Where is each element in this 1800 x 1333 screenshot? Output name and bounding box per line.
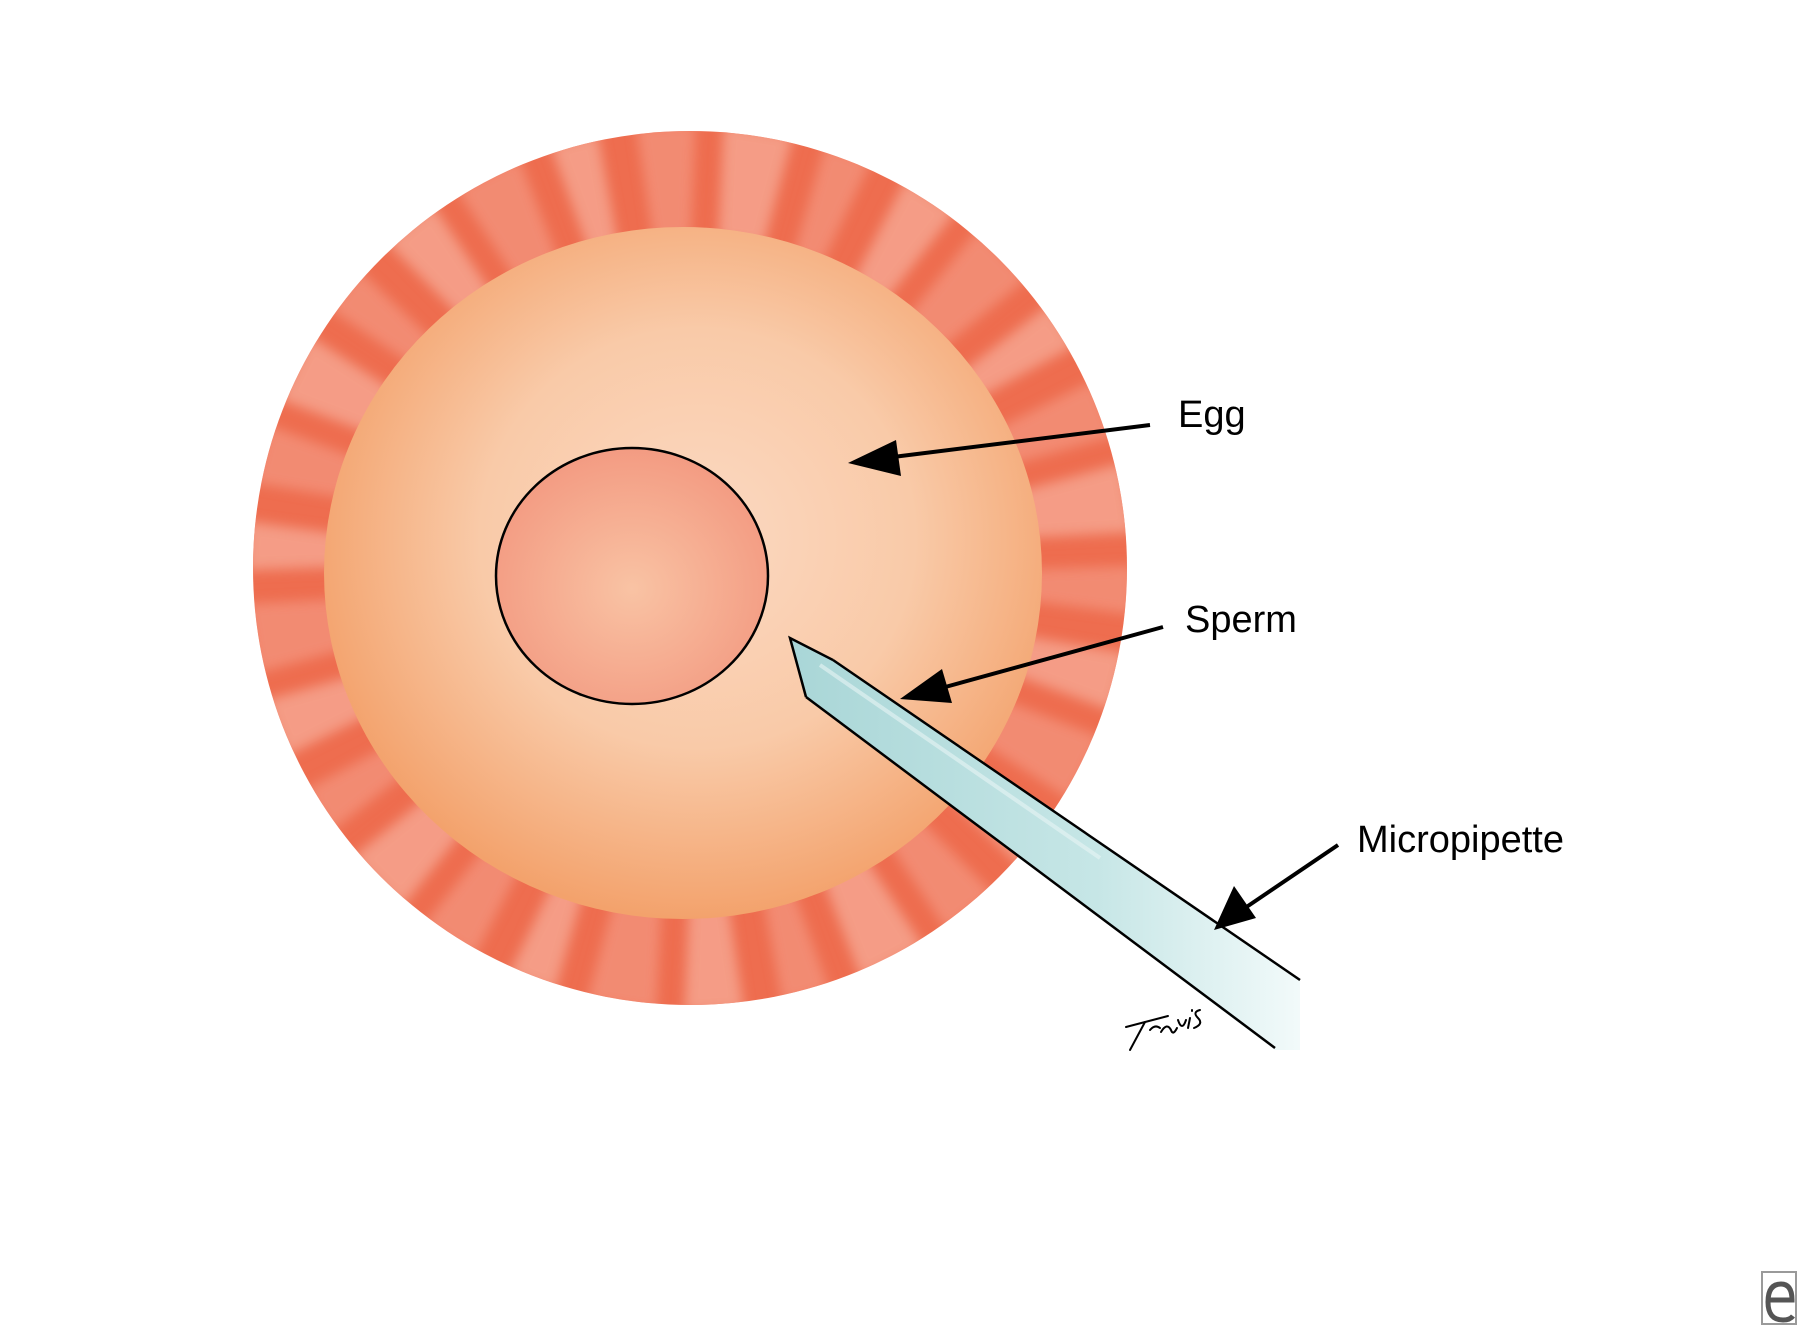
outer-layer-stripe: [883, 811, 994, 932]
sperm-label: Sperm: [1185, 599, 1297, 641]
sperm-arrow: [900, 625, 1164, 703]
outer-layer-stripe: [550, 132, 619, 254]
outer-layer-stripe: [906, 228, 1028, 351]
artist-signature: [1125, 1009, 1202, 1051]
outer-layer-stripe: [718, 131, 794, 247]
nucleus: [494, 446, 770, 706]
egg-label: Egg: [1178, 394, 1246, 436]
e-logo-icon: [1761, 1271, 1797, 1325]
micropipette-shape: [788, 635, 1301, 1050]
outer-layer-stripe: [508, 870, 587, 992]
outer-layer-stripe: [957, 304, 1076, 401]
outer-layer-stripe: [456, 157, 561, 286]
micropipette-label: Micropipette: [1357, 819, 1564, 861]
outer-layer-stripe: [1018, 565, 1127, 615]
outer-layer-stripe: [386, 204, 497, 325]
outer-layer-stripe: [684, 895, 744, 1005]
micropipette-arrow: [1214, 843, 1340, 930]
outer-layer-stripe: [1011, 462, 1127, 539]
outer-layer-stripe: [819, 850, 924, 979]
outer-layer-stripe: [761, 882, 830, 1004]
egg-arrow: [848, 423, 1151, 476]
outer-layer-stripe: [853, 178, 956, 302]
outer-layer-stripe: [793, 144, 872, 266]
outer-layer-stripe: [586, 889, 662, 1005]
outer-layer-stripe: [1003, 634, 1127, 711]
outer-layer-stripe: [636, 131, 696, 241]
outer-layer-stripe: [990, 380, 1115, 467]
